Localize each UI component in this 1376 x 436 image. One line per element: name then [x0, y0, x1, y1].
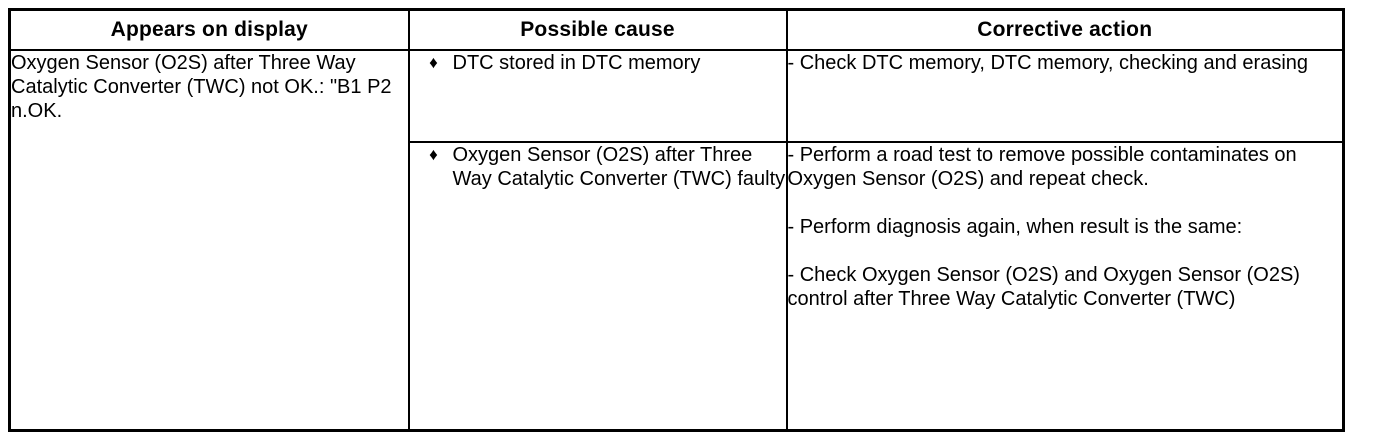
diamond-bullet-icon: ♦	[429, 53, 438, 72]
cause-item: ♦ Oxygen Sensor (O2S) after Three Way Ca…	[410, 143, 786, 191]
action-text: - Check DTC memory, DTC memory, checking…	[787, 52, 1309, 74]
header-appears-on-display: Appears on display	[8, 8, 410, 51]
table-row: Oxygen Sensor (O2S) after Three Way Cata…	[8, 49, 1345, 431]
diamond-bullet-icon: ♦	[429, 145, 438, 164]
header-corrective-action: Corrective action	[785, 8, 1345, 51]
cell-corrective-action-1: - Check DTC memory, DTC memory, checking…	[785, 49, 1345, 143]
action-text: - Perform a road test to remove possible…	[787, 144, 1297, 190]
cell-appears-on-display: Oxygen Sensor (O2S) after Three Way Cata…	[8, 49, 410, 431]
table-row: ♦ Oxygen Sensor (O2S) after Three Way Ca…	[10, 141, 1345, 431]
header-possible-cause: Possible cause	[407, 8, 788, 51]
cell-possible-cause-2: ♦ Oxygen Sensor (O2S) after Three Way Ca…	[407, 141, 788, 431]
cell-corrective-action-2: - Perform a road test to remove possible…	[785, 141, 1345, 431]
table-header-row: Appears on display Possible cause Correc…	[8, 8, 1345, 51]
cause-text: Oxygen Sensor (O2S) after Three Way Cata…	[452, 144, 786, 190]
action-text: - Check Oxygen Sensor (O2S) and Oxygen S…	[787, 264, 1300, 310]
action-text: - Perform diagnosis again, when result i…	[787, 216, 1243, 238]
cause-text: DTC stored in DTC memory	[452, 52, 701, 74]
diagnostic-table: Appears on display Possible cause Correc…	[8, 8, 1345, 432]
cause-item: ♦ DTC stored in DTC memory	[410, 51, 786, 75]
cell-possible-cause-1: ♦ DTC stored in DTC memory	[407, 49, 788, 143]
display-fault-text: Oxygen Sensor (O2S) after Three Way Cata…	[11, 52, 392, 122]
